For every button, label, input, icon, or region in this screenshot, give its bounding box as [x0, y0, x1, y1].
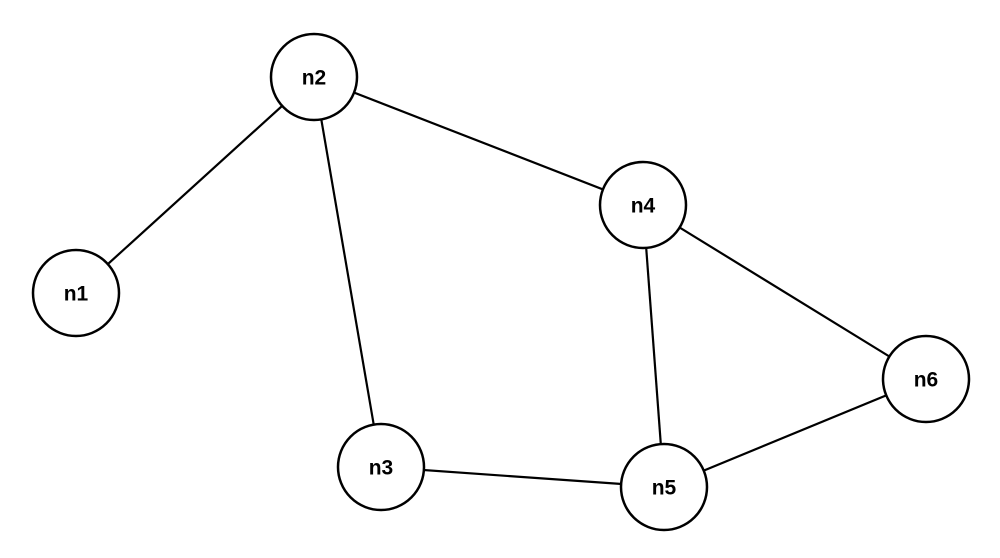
edge-n1-n2 [75, 76, 315, 294]
node-n4[interactable]: n4 [598, 160, 688, 250]
edge-n2-n3 [312, 76, 383, 468]
edges-layer [75, 75, 927, 489]
edge-n4-n5 [641, 204, 666, 488]
node-circle-n4[interactable] [598, 160, 688, 250]
nodes-layer: n1 n2 n3 n4 n5 n6 [31, 32, 971, 532]
node-circle-n6[interactable] [881, 334, 971, 424]
node-circle-n3[interactable] [336, 422, 426, 512]
node-n1[interactable]: n1 [31, 248, 121, 338]
node-circle-n1[interactable] [31, 248, 121, 338]
edge-n3-n5 [380, 465, 665, 489]
node-circle-n5[interactable] [619, 442, 709, 532]
node-n6[interactable]: n6 [881, 334, 971, 424]
edge-n5-n6 [663, 377, 927, 489]
edge-n4-n6 [642, 204, 927, 380]
node-n2[interactable]: n2 [269, 32, 359, 122]
node-n5[interactable]: n5 [619, 442, 709, 532]
node-circle-n2[interactable] [269, 32, 359, 122]
node-n3[interactable]: n3 [336, 422, 426, 512]
edge-n2-n4 [313, 75, 644, 207]
